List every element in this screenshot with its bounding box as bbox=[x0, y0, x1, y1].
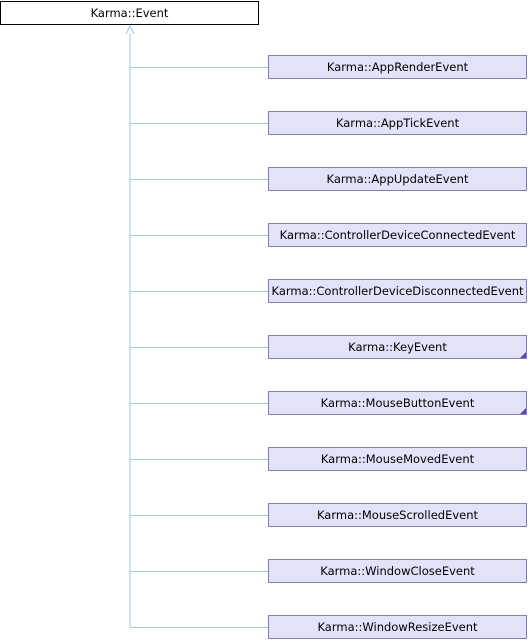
derived-class-label: Karma::KeyEvent bbox=[348, 340, 447, 354]
derived-class-node[interactable]: Karma::AppTickEvent bbox=[268, 111, 527, 135]
derived-class-node[interactable]: Karma::MouseScrolledEvent bbox=[268, 503, 527, 527]
derived-class-node[interactable]: Karma::MouseButtonEvent bbox=[268, 391, 527, 415]
derived-class-node[interactable]: Karma::ControllerDeviceDisconnectedEvent bbox=[268, 279, 527, 303]
derived-class-node[interactable]: Karma::AppRenderEvent bbox=[268, 55, 527, 79]
inheritance-arrow-icon bbox=[125, 24, 135, 35]
derived-class-label: Karma::WindowResizeEvent bbox=[317, 620, 478, 634]
collapsed-subclasses-marker-icon bbox=[520, 352, 526, 358]
derived-class-label: Karma::ControllerDeviceConnectedEvent bbox=[279, 228, 516, 242]
base-class-node[interactable]: Karma::Event bbox=[0, 1, 259, 25]
derived-class-node[interactable]: Karma::ControllerDeviceConnectedEvent bbox=[268, 223, 527, 247]
derived-class-label: Karma::MouseButtonEvent bbox=[320, 396, 475, 410]
derived-class-label: Karma::AppRenderEvent bbox=[326, 60, 469, 74]
derived-class-node[interactable]: Karma::AppUpdateEvent bbox=[268, 167, 527, 191]
derived-class-node[interactable]: Karma::MouseMovedEvent bbox=[268, 447, 527, 471]
derived-class-label: Karma::MouseMovedEvent bbox=[320, 452, 475, 466]
derived-class-label: Karma::ControllerDeviceDisconnectedEvent bbox=[271, 284, 524, 298]
derived-class-node[interactable]: Karma::WindowCloseEvent bbox=[268, 559, 527, 583]
derived-class-label: Karma::MouseScrolledEvent bbox=[316, 508, 479, 522]
collapsed-subclasses-marker-icon bbox=[520, 408, 526, 414]
derived-class-label: Karma::WindowCloseEvent bbox=[320, 564, 475, 578]
derived-class-node[interactable]: Karma::KeyEvent bbox=[268, 335, 527, 359]
base-class-label: Karma::Event bbox=[90, 6, 169, 20]
derived-class-node[interactable]: Karma::WindowResizeEvent bbox=[268, 615, 527, 639]
derived-class-label: Karma::AppTickEvent bbox=[335, 116, 460, 130]
derived-class-label: Karma::AppUpdateEvent bbox=[326, 172, 469, 186]
